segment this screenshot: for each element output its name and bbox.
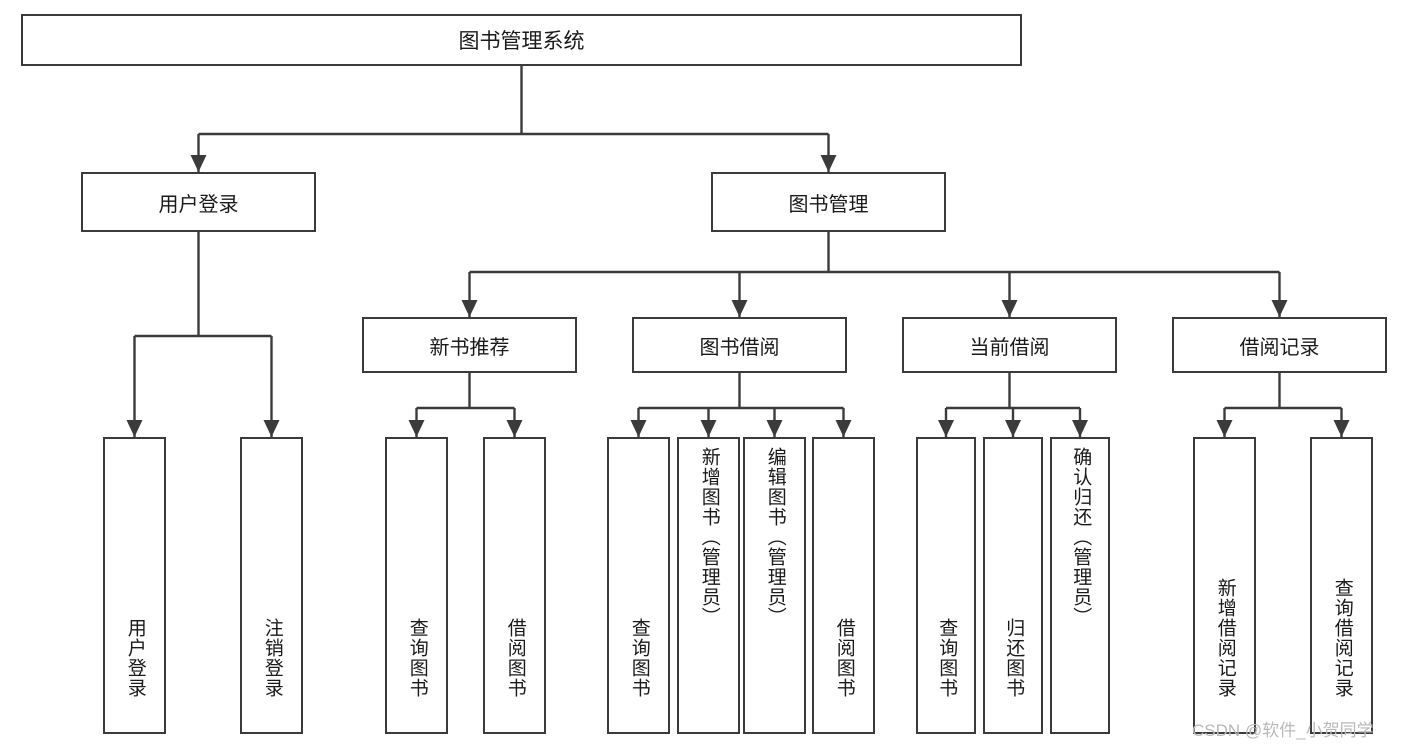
node-label: 查询图书: [406, 618, 428, 698]
leaf-node-l9[interactable]: 查询图书: [916, 437, 976, 734]
arrowhead-icon: [461, 300, 478, 317]
arrowhead-icon: [938, 420, 954, 437]
leaf-node-l2[interactable]: 注销登录: [240, 437, 303, 734]
arrowhead-icon: [1216, 420, 1233, 437]
node-label: 新增借阅记录: [1214, 578, 1236, 698]
arrowhead-icon: [630, 420, 647, 437]
node-label: 查询图书: [936, 618, 958, 698]
node-label: 归还图书: [1003, 618, 1025, 698]
node-label: 用户登录: [158, 193, 239, 216]
node-label: 借阅图书: [504, 618, 526, 698]
node-label: 借阅记录: [1239, 336, 1320, 359]
node-label: 图书管理: [788, 193, 869, 216]
node-label: 图书管理系统: [458, 30, 585, 53]
leaf-node-l4[interactable]: 借阅图书: [483, 437, 546, 734]
node-label: 编辑图书（管理员）: [764, 447, 786, 627]
arrowhead-icon: [506, 420, 523, 437]
node-label: 查询图书: [628, 618, 650, 698]
arrowhead-icon: [1333, 420, 1350, 437]
arrowhead-icon: [190, 155, 207, 172]
leaf-node-l6[interactable]: 新增图书（管理员）: [677, 437, 740, 734]
leaf-node-l12[interactable]: 新增借阅记录: [1193, 437, 1256, 734]
node-borrow[interactable]: 图书借阅: [632, 317, 847, 373]
leaf-node-l1[interactable]: 用户登录: [103, 437, 166, 734]
arrowhead-icon: [700, 420, 717, 437]
arrowhead-icon: [1001, 300, 1018, 317]
arrowhead-icon: [408, 420, 425, 437]
arrowhead-icon: [820, 155, 837, 172]
node-label: 确认归还（管理员）: [1070, 447, 1092, 627]
node-root[interactable]: 图书管理系统: [21, 14, 1022, 66]
node-label: 图书借阅: [699, 336, 780, 359]
arrowhead-icon: [731, 300, 748, 317]
node-current[interactable]: 当前借阅: [902, 317, 1117, 373]
node-records[interactable]: 借阅记录: [1172, 317, 1387, 373]
arrowhead-icon: [1271, 300, 1288, 317]
leaf-node-l11[interactable]: 确认归还（管理员）: [1050, 437, 1110, 734]
node-label: 查询借阅记录: [1331, 578, 1353, 698]
leaf-node-l3[interactable]: 查询图书: [385, 437, 448, 734]
leaf-node-l5[interactable]: 查询图书: [607, 437, 670, 734]
arrowhead-icon: [1072, 420, 1088, 437]
node-label: 用户登录: [124, 618, 146, 698]
arrowhead-icon: [1005, 420, 1021, 437]
node-label: 注销登录: [261, 618, 283, 698]
node-bookmgmt[interactable]: 图书管理: [711, 172, 946, 232]
arrowhead-icon: [263, 420, 280, 437]
node-label: 当前借阅: [969, 336, 1050, 359]
node-newbook[interactable]: 新书推荐: [362, 317, 577, 373]
leaf-node-l10[interactable]: 归还图书: [983, 437, 1043, 734]
leaf-node-l7[interactable]: 编辑图书（管理员）: [743, 437, 806, 734]
arrowhead-icon: [835, 420, 852, 437]
node-label: 借阅图书: [833, 618, 855, 698]
leaf-node-l8[interactable]: 借阅图书: [812, 437, 875, 734]
node-login[interactable]: 用户登录: [81, 172, 316, 232]
arrowhead-icon: [766, 420, 783, 437]
leaf-node-l13[interactable]: 查询借阅记录: [1310, 437, 1373, 734]
arrowhead-icon: [126, 420, 143, 437]
node-label: 新增图书（管理员）: [698, 447, 720, 627]
node-label: 新书推荐: [429, 336, 510, 359]
